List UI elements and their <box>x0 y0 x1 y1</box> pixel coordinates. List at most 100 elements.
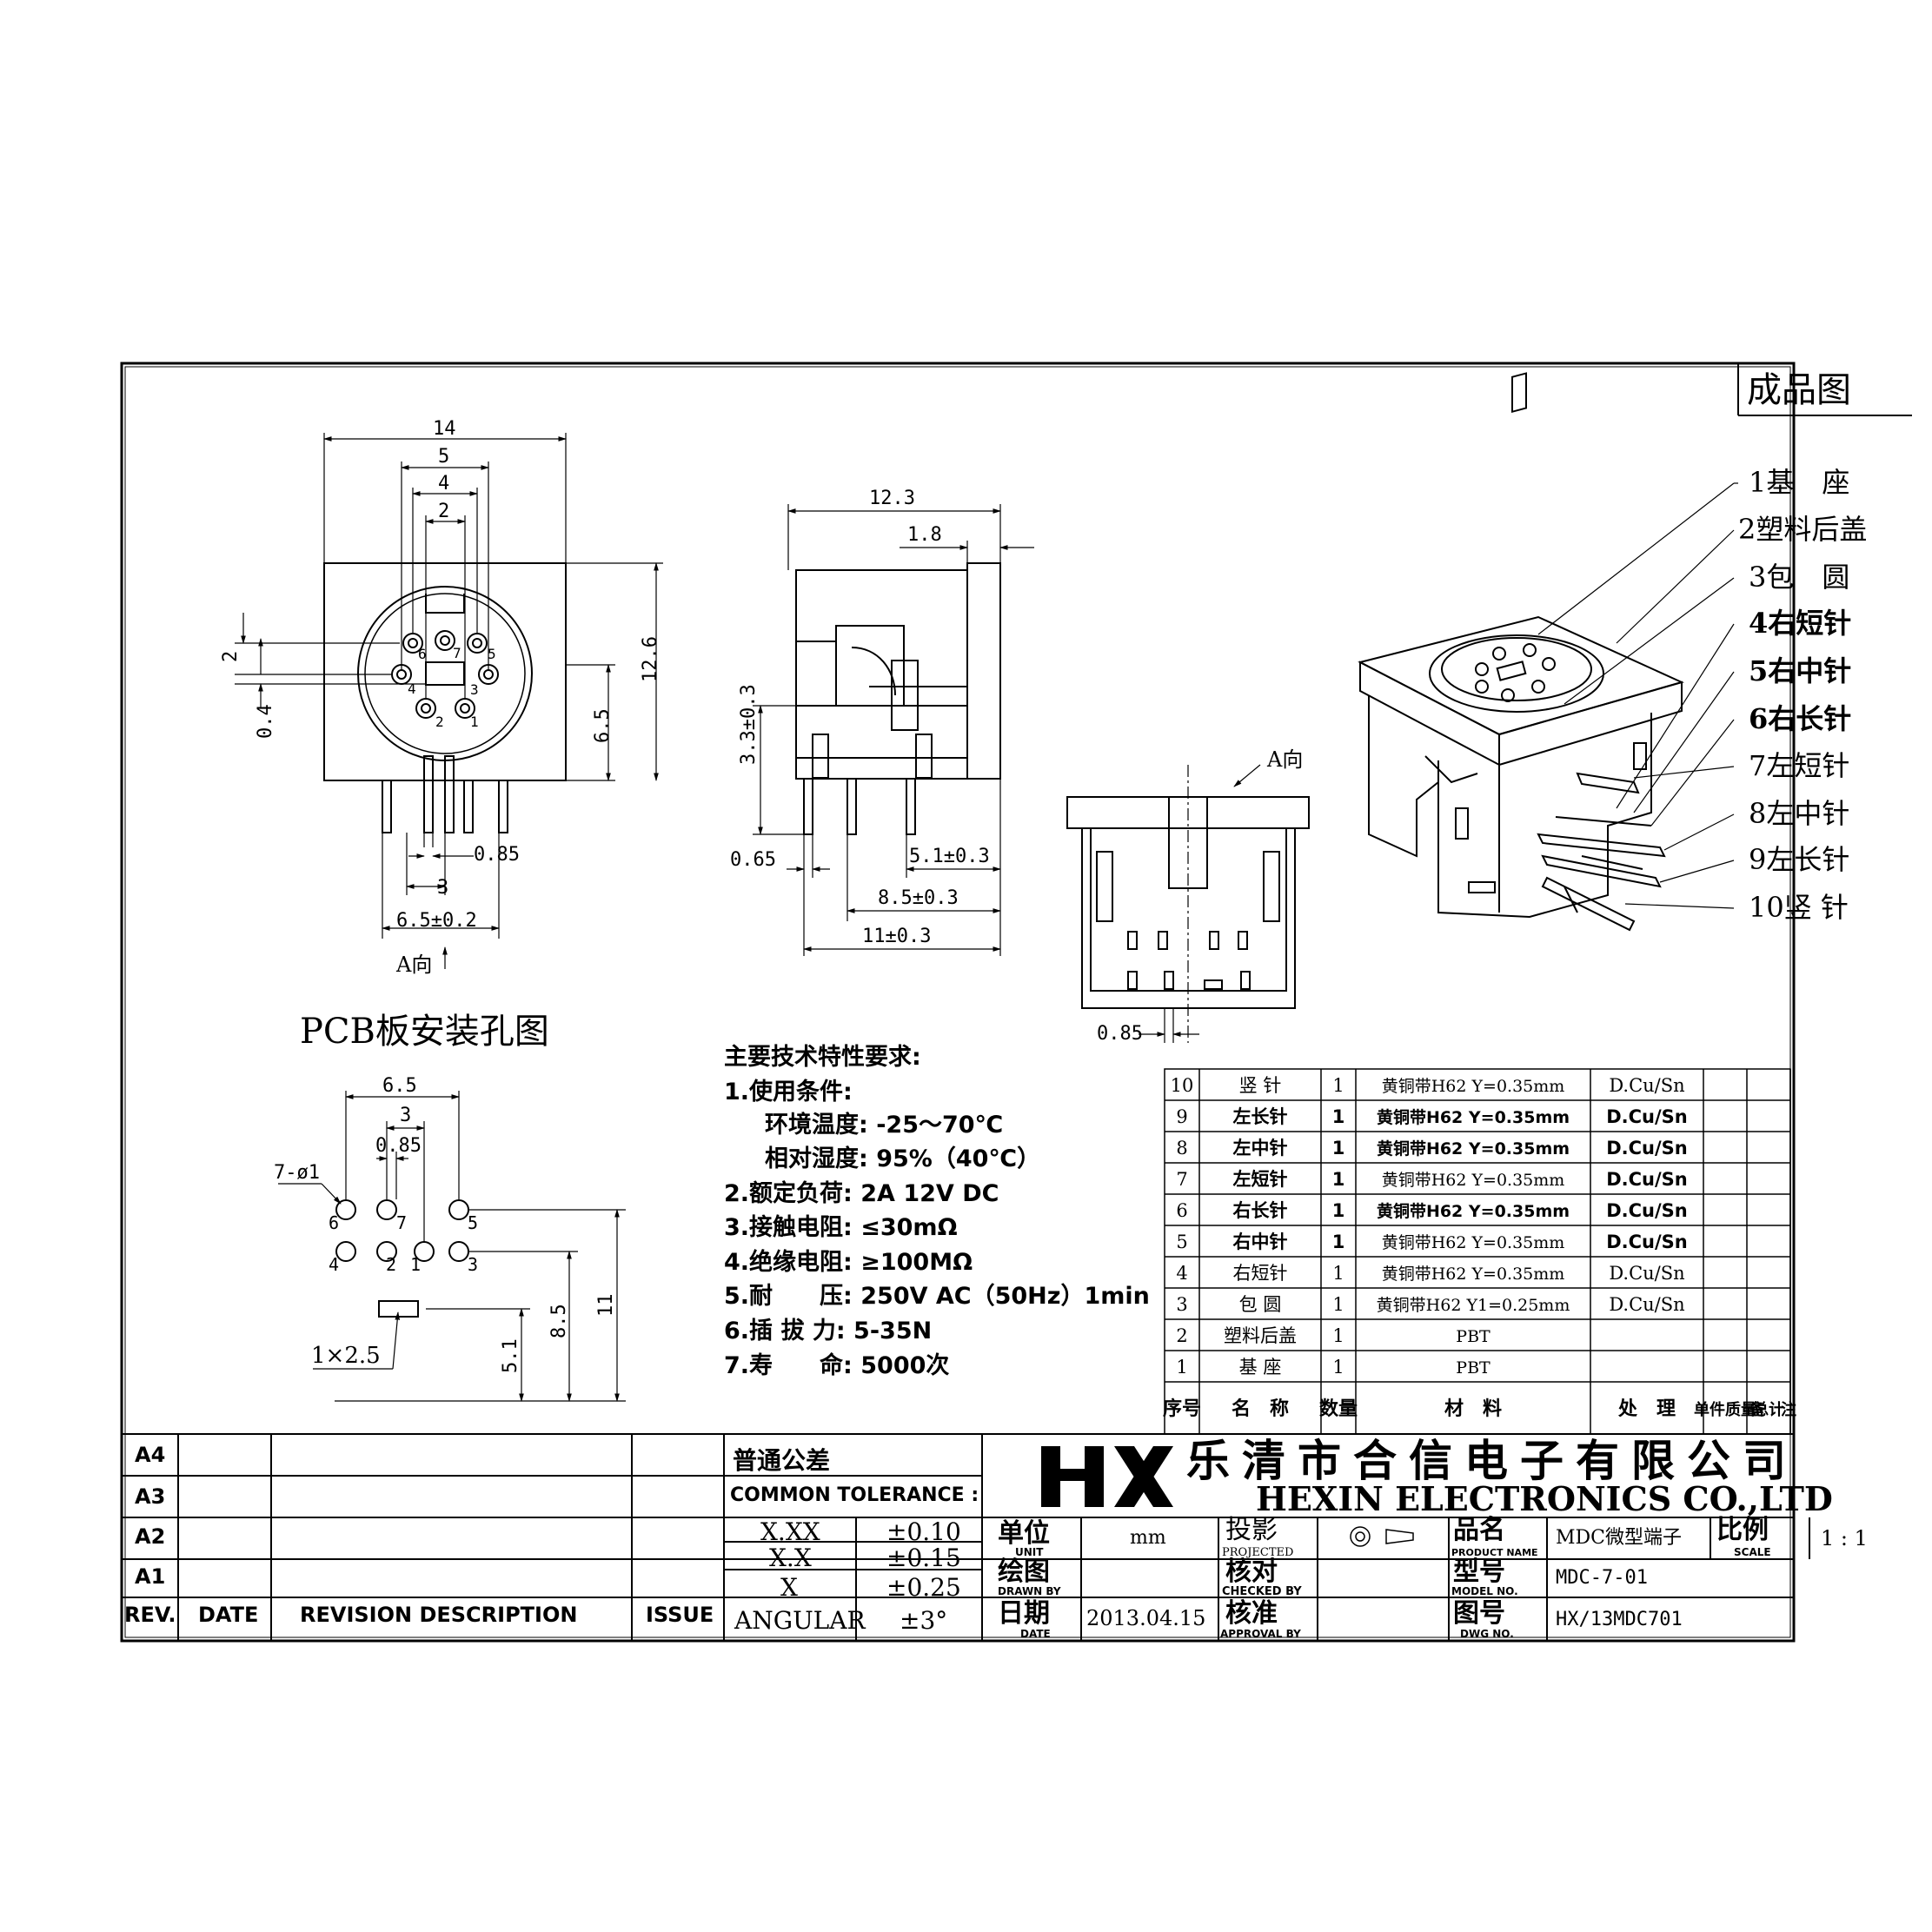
bom-cell: 包 圆 <box>1239 1294 1282 1315</box>
svg-text:1: 1 <box>410 1254 421 1275</box>
bom-cell: 8 <box>1176 1138 1187 1159</box>
svg-text:PRODUCT NAME: PRODUCT NAME <box>1451 1547 1538 1558</box>
svg-text:图号: 图号 <box>1453 1598 1505 1629</box>
company-name-cn: 乐清市合信电子有限公司 <box>1186 1436 1798 1486</box>
bom-cell: 7 <box>1176 1169 1187 1190</box>
bom-cell: 1 <box>1332 1106 1345 1127</box>
svg-text:X: X <box>780 1573 798 1602</box>
svg-text:相对湿度: 95%（40℃）: 相对湿度: 95%（40℃） <box>765 1145 1040 1172</box>
svg-text:A2: A2 <box>135 1524 165 1549</box>
pcb-view-labels: 6.5 3 0.85 7-ø1 1×2.5 5.1 8.5 11 6 7 5 4… <box>274 1075 617 1373</box>
bom-cell: 1 <box>1176 1357 1187 1378</box>
tolerance-title-en: COMMON TOLERANCE : <box>730 1484 979 1506</box>
svg-text:6: 6 <box>329 1212 339 1233</box>
pcb-title: PCB板安装孔图 <box>300 1012 549 1052</box>
bom-cell: 黄铜带H62 Y=0.35mm <box>1382 1171 1565 1190</box>
svg-text:11±0.3: 11±0.3 <box>862 926 931 947</box>
svg-text:0.65: 0.65 <box>730 849 776 871</box>
svg-text:6.5±0.2: 6.5±0.2 <box>396 910 477 932</box>
bom-cell: 1 <box>1332 1294 1344 1315</box>
svg-text:SCALE: SCALE <box>1734 1546 1771 1558</box>
revision-block <box>122 1433 1794 1641</box>
callout-3: 3包 圆 <box>1749 561 1849 594</box>
svg-text:1×2.5: 1×2.5 <box>311 1343 381 1369</box>
bom-cell: 黄铜带H62 Y=0.35mm <box>1377 1201 1570 1221</box>
bom-cell: 竖 针 <box>1239 1075 1282 1096</box>
bom-cell: 黄铜带H62 Y=0.35mm <box>1377 1139 1570 1159</box>
svg-text:3: 3 <box>437 877 448 899</box>
svg-text:1: 1 <box>470 714 479 730</box>
bom-cell: 1 <box>1332 1169 1345 1190</box>
bom-cell: 左短针 <box>1233 1169 1288 1190</box>
side-view <box>753 504 1034 956</box>
bom-header: 序号 <box>1163 1398 1201 1420</box>
callout-9: 9左长针 <box>1749 843 1849 876</box>
svg-text:日期: 日期 <box>998 1598 1050 1629</box>
svg-text:7-ø1: 7-ø1 <box>274 1162 320 1184</box>
svg-text:环境温度: -25～70℃: 环境温度: -25～70℃ <box>765 1111 1003 1139</box>
bom-cell: D.Cu/Sn <box>1606 1232 1688 1252</box>
svg-text:5: 5 <box>468 1212 478 1233</box>
svg-text:MDC-7-01: MDC-7-01 <box>1556 1567 1648 1589</box>
bottom-direction-label: A向 <box>1266 747 1303 772</box>
svg-text:5: 5 <box>488 646 496 662</box>
bom-cell: 10 <box>1171 1075 1194 1096</box>
svg-text:核准: 核准 <box>1225 1598 1278 1629</box>
projection-symbol-icon <box>1350 1526 1414 1547</box>
svg-text:MODEL NO.: MODEL NO. <box>1451 1585 1518 1597</box>
svg-text:7: 7 <box>396 1212 407 1233</box>
svg-text:14: 14 <box>433 418 456 440</box>
svg-text:12.3: 12.3 <box>869 488 915 509</box>
bom-table <box>1164 1068 1791 1435</box>
company-logo: HX <box>1041 1446 1173 1507</box>
sheet-border <box>120 362 1796 1643</box>
front-view-labels: 14 5 4 2 2 0.4 6.5 12.6 0.85 3 6.5±0.2 6… <box>220 418 661 977</box>
bom-cell: 黄铜带H62 Y1=0.25mm <box>1377 1296 1570 1315</box>
bom-cell: 左长针 <box>1233 1106 1288 1127</box>
svg-text:2.额定负荷: 2A 12V DC: 2.额定负荷: 2A 12V DC <box>724 1179 999 1207</box>
bom-cell: 黄铜带H62 Y=0.35mm <box>1382 1265 1565 1284</box>
svg-text:8.5: 8.5 <box>548 1304 570 1338</box>
svg-text:4: 4 <box>408 681 416 697</box>
pcb-view <box>278 1091 626 1402</box>
bom-cell: 1 <box>1332 1263 1344 1284</box>
svg-text:1.使用条件:: 1.使用条件: <box>724 1079 853 1105</box>
title-block-grid <box>982 1517 1810 1641</box>
bom-cell: 黄铜带H62 Y=0.35mm <box>1377 1107 1570 1127</box>
svg-text:5.耐 压: 250V AC（50Hz）1min: 5.耐 压: 250V AC（50Hz）1min <box>724 1283 1150 1310</box>
svg-text:4.绝缘电阻: ≥100MΩ: 4.绝缘电阻: ≥100MΩ <box>724 1248 973 1276</box>
svg-text:X.XX: X.XX <box>760 1517 820 1546</box>
specs-heading: 主要技术特性要求: <box>724 1044 921 1071</box>
bom-cell: 右短针 <box>1233 1263 1288 1284</box>
svg-text:6.插 拔 力: 5-35N: 6.插 拔 力: 5-35N <box>724 1318 932 1344</box>
svg-text:8.5±0.3: 8.5±0.3 <box>878 887 959 909</box>
bom-cell: 1 <box>1332 1200 1345 1221</box>
bom-cell: D.Cu/Sn <box>1609 1075 1684 1096</box>
front-direction-label: A向 <box>395 953 432 977</box>
bom-cell: 1 <box>1332 1075 1344 1096</box>
svg-text:2: 2 <box>435 714 444 730</box>
bom-cell: 4 <box>1176 1263 1187 1284</box>
svg-text:A4: A4 <box>135 1443 165 1467</box>
svg-text:DWG NO.: DWG NO. <box>1460 1628 1514 1640</box>
callout-labels: 1基 座 2塑料后盖 3包 圆 4右短针 5右中针 6右长针 7左短针 8左中针… <box>1738 466 1867 924</box>
revision-labels: A4 A3 A2 A1 REV. DATE REVISION DESCRIPTI… <box>124 1443 979 1635</box>
bom-header: 总计 <box>1753 1400 1784 1419</box>
bom-cell: 黄铜带H62 Y=0.35mm <box>1382 1233 1565 1252</box>
svg-text:3: 3 <box>468 1254 478 1275</box>
bom-cell: D.Cu/Sn <box>1606 1169 1688 1190</box>
svg-text:PROJECTED: PROJECTED <box>1222 1546 1293 1559</box>
bom-cell: D.Cu/Sn <box>1609 1263 1684 1284</box>
svg-text:3: 3 <box>470 681 479 698</box>
svg-text:0.85: 0.85 <box>375 1135 422 1157</box>
bom-cell: PBT <box>1456 1358 1490 1378</box>
svg-text:0.85: 0.85 <box>1097 1023 1143 1045</box>
callout-2: 2塑料后盖 <box>1738 513 1867 546</box>
bom-cell: 1 <box>1332 1357 1344 1378</box>
svg-text:11: 11 <box>595 1294 617 1318</box>
bom-cell: 1 <box>1332 1325 1344 1346</box>
bom-cell: 左中针 <box>1233 1138 1288 1159</box>
svg-text:X.X: X.X <box>769 1544 812 1572</box>
bom-cell: D.Cu/Sn <box>1609 1294 1684 1315</box>
